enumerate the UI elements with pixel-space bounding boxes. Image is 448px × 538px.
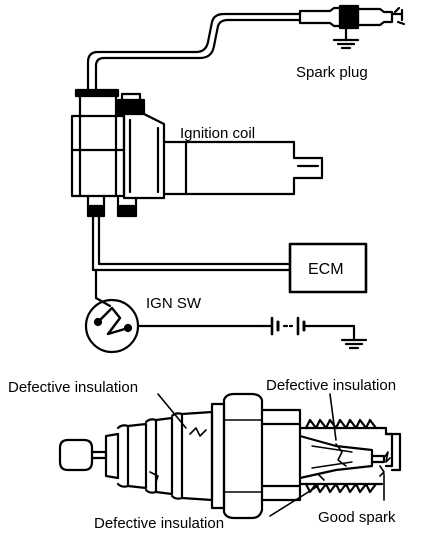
spark-plug-detail bbox=[58, 392, 402, 520]
battery-symbol bbox=[260, 316, 368, 350]
good-spark-label: Good spark bbox=[318, 509, 396, 526]
ecm-label: ECM bbox=[308, 261, 344, 278]
ign-sw-symbol bbox=[84, 298, 264, 354]
spark-plug-label: Spark plug bbox=[296, 64, 368, 81]
ecm-box bbox=[288, 242, 368, 294]
leader-lines bbox=[157, 393, 385, 517]
coil-wiring bbox=[91, 214, 292, 308]
defective-insulation-right-label: Defective insulation bbox=[266, 377, 396, 394]
ignition-coil bbox=[70, 88, 324, 218]
defective-insulation-left-label: Defective insulation bbox=[8, 379, 138, 396]
spark-plug-top bbox=[298, 4, 406, 50]
ignition-coil-label: Ignition coil bbox=[180, 125, 255, 142]
defective-insulation-bottom-label: Defective insulation bbox=[94, 515, 224, 532]
high-tension-lead bbox=[86, 12, 302, 92]
ign-sw-label: IGN SW bbox=[146, 295, 202, 312]
